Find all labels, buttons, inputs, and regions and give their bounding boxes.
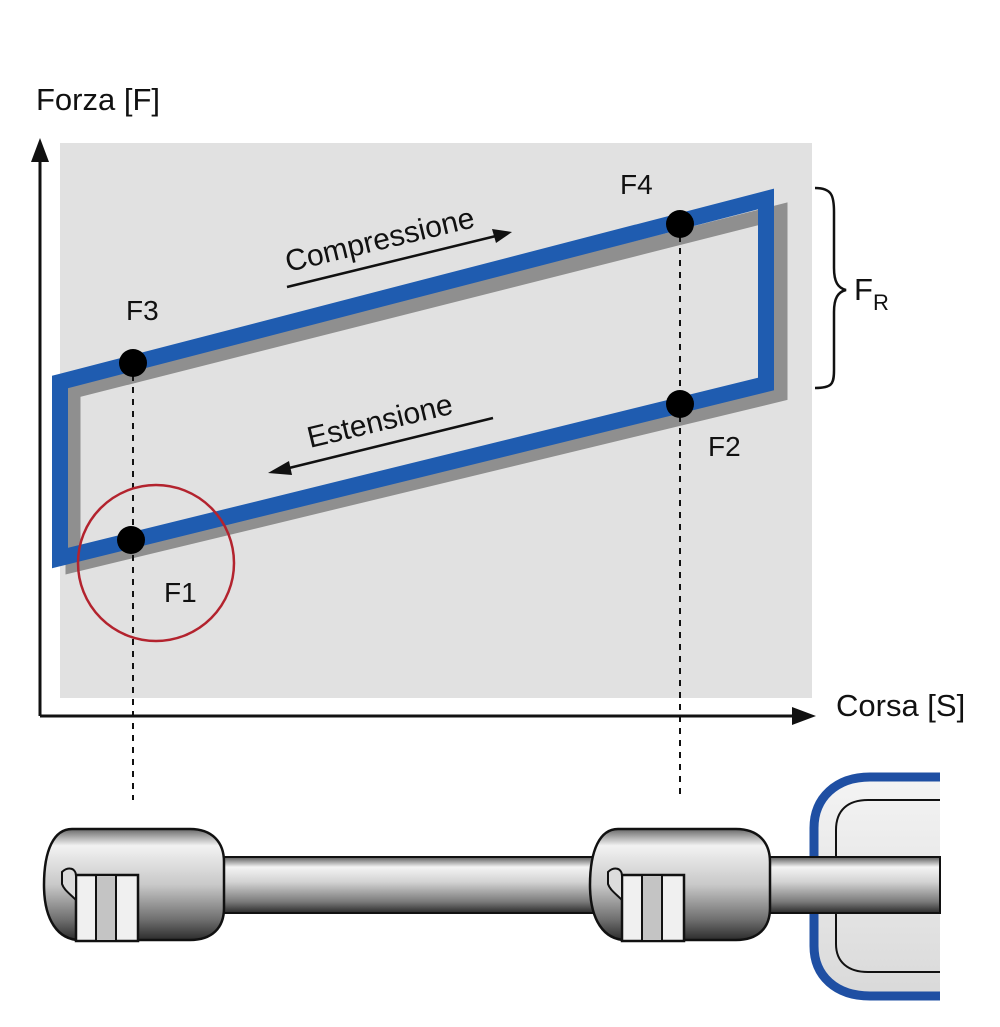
compression-arrow xyxy=(286,229,512,289)
point-f1-marker xyxy=(117,526,145,554)
y-axis-label: Forza [F] xyxy=(36,82,160,117)
point-f2-marker xyxy=(666,390,694,418)
point-f4-marker xyxy=(666,210,694,238)
loop-shadow xyxy=(65,202,788,575)
friction-label-main: F xyxy=(854,272,873,307)
piston-head-right xyxy=(588,827,772,943)
friction-label: FR xyxy=(854,272,889,315)
x-axis-label: Corsa [S] xyxy=(836,688,965,723)
point-f2-label: F2 xyxy=(708,431,741,462)
point-f4-label: F4 xyxy=(620,169,653,200)
y-axis xyxy=(31,138,49,716)
gas-spring-illustration xyxy=(42,772,941,1001)
piston-head-left xyxy=(42,827,226,943)
x-axis xyxy=(40,707,816,725)
point-f1-label: F1 xyxy=(164,577,197,608)
highlight-circle xyxy=(76,483,236,643)
point-f3-label: F3 xyxy=(126,295,159,326)
point-f3-marker xyxy=(119,349,147,377)
piston-rod xyxy=(199,856,941,914)
extension-arrow xyxy=(268,416,494,475)
hysteresis-loop xyxy=(52,188,774,569)
friction-label-subscript: R xyxy=(873,290,889,315)
friction-brace xyxy=(814,186,847,390)
